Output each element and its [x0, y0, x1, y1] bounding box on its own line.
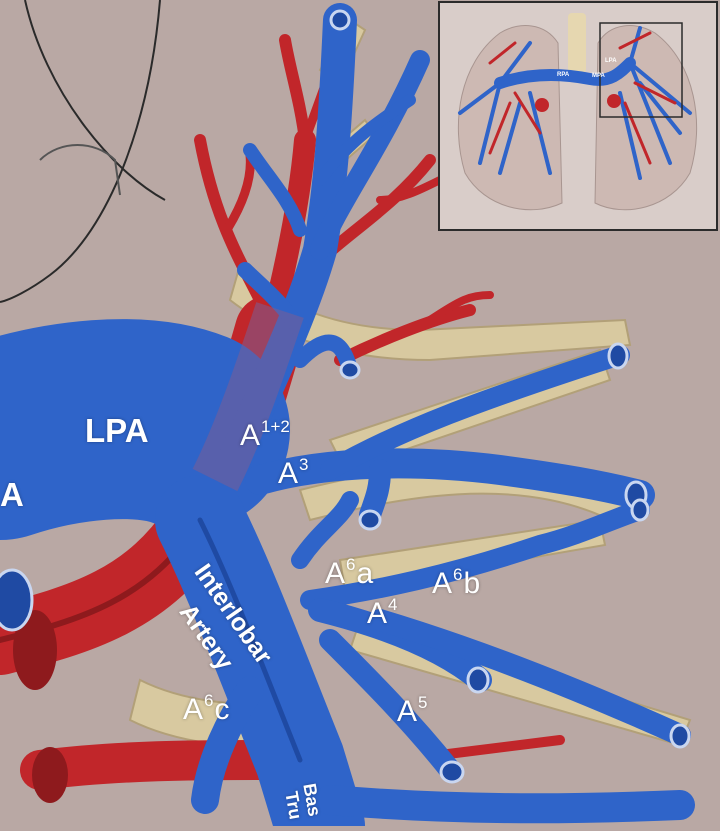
vein-cut-end: [32, 747, 68, 803]
label-basal-2: Tru: [281, 789, 306, 821]
inset-zoom-box: [599, 22, 683, 118]
inset-vessels: [458, 26, 692, 180]
inset-label-rpa: RPA: [557, 72, 570, 78]
vessel-overlap: [192, 302, 304, 492]
label-a4: A4: [367, 595, 398, 630]
inset-svg: [457, 13, 698, 211]
inset-trachea: [568, 13, 586, 73]
background-outline: [0, 0, 166, 303]
label-a6b: A6b: [432, 565, 481, 600]
label-a6a: A6a: [325, 555, 374, 590]
vein-cut-end-large: [13, 610, 57, 690]
label-a-left: A: [0, 476, 24, 513]
inset-label-mpa: MPA: [592, 73, 605, 79]
artery-cut-ends: [0, 9, 691, 784]
label-a5: A5: [397, 693, 428, 728]
inset-right-lung: [457, 25, 563, 211]
label-a6c: A6c: [183, 691, 230, 726]
label-a3: A3: [278, 455, 309, 490]
label-lpa: LPA: [85, 412, 149, 449]
label-a1-2: A1+2: [240, 417, 290, 452]
overview-inset: RPA MPA LPA: [438, 1, 718, 231]
inset-label-lpa: LPA: [605, 58, 617, 64]
